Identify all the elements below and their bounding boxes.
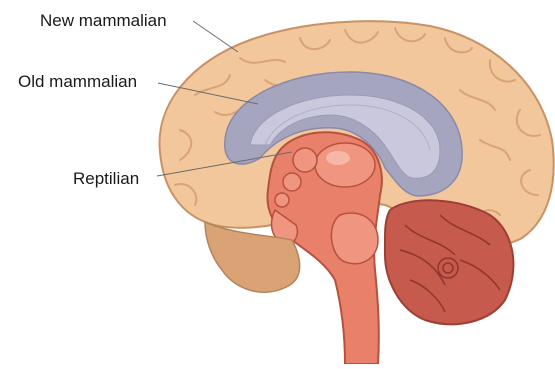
label-reptilian: Reptilian bbox=[73, 169, 139, 189]
label-new-mammalian: New mammalian bbox=[40, 11, 167, 31]
label-old-mammalian: Old mammalian bbox=[18, 72, 137, 92]
cerebellum-region bbox=[385, 200, 514, 324]
thalamus-highlight bbox=[326, 151, 350, 165]
pons bbox=[331, 213, 378, 264]
thalamus bbox=[315, 143, 375, 187]
